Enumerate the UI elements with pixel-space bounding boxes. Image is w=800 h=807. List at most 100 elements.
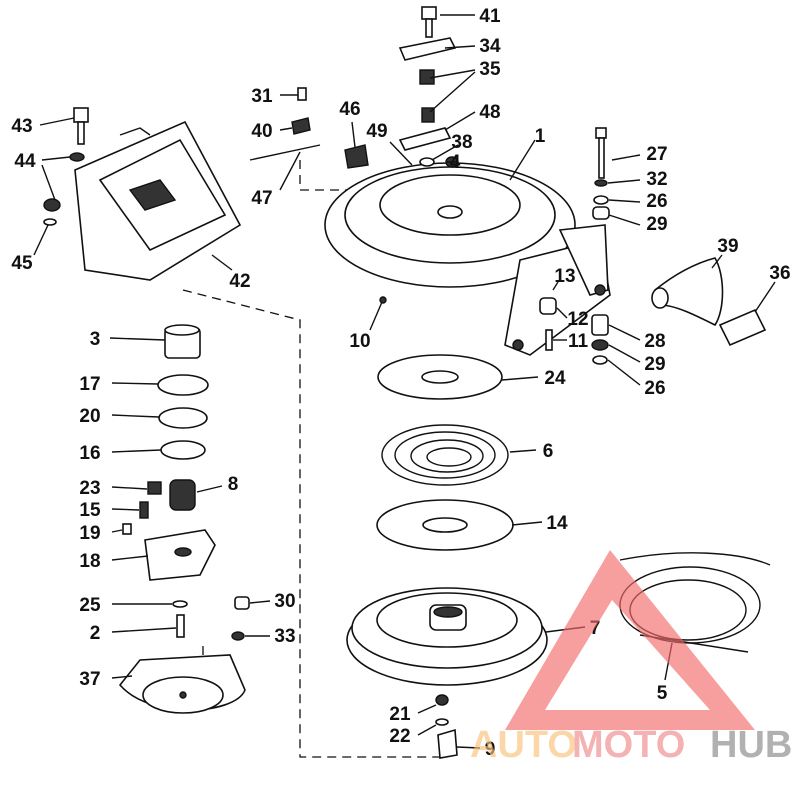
leader-line-16 — [111, 449, 162, 453]
leader-line-48 — [444, 111, 476, 131]
leader-line-28 — [608, 324, 641, 341]
assembly-guide-line — [299, 160, 381, 191]
leader-line-14 — [511, 521, 543, 526]
callout-label-21: 21 — [389, 704, 411, 725]
leader-line-36 — [754, 281, 776, 313]
callout-label-40: 40 — [251, 121, 272, 142]
callout-label-5: 5 — [657, 683, 668, 704]
leader-line-34 — [444, 45, 476, 49]
part-handle-39 — [651, 257, 724, 327]
callout-label-6: 6 — [543, 441, 554, 462]
callout-label-29: 29 — [646, 214, 667, 235]
leader-line-10 — [369, 301, 383, 331]
leader-line-38 — [431, 144, 459, 161]
leader-line-23 — [111, 486, 148, 490]
leader-line-29 — [608, 214, 641, 226]
watermark-triangle — [505, 550, 755, 730]
leader-line-35 — [429, 69, 476, 79]
leader-line-22 — [417, 724, 437, 736]
callout-label-14: 14 — [546, 513, 568, 534]
callout-label-10: 10 — [349, 331, 370, 352]
leader-line-49 — [389, 141, 413, 166]
callout-label-33: 33 — [274, 626, 295, 647]
leader-line-24 — [501, 376, 539, 381]
callout-label-18: 18 — [79, 551, 100, 572]
leader-line-44 — [41, 156, 71, 161]
callout-label-9: 9 — [485, 739, 496, 760]
part-washer-25 — [172, 600, 188, 608]
callout-label-25: 25 — [79, 595, 101, 616]
callout-label-46: 46 — [339, 99, 360, 120]
leader-line-17 — [111, 382, 159, 385]
leader-line-1 — [509, 139, 536, 181]
callout-label-17: 17 — [79, 374, 100, 395]
callout-label-37: 37 — [79, 669, 100, 690]
callout-label-49: 49 — [366, 121, 387, 142]
callout-label-31: 31 — [251, 86, 273, 107]
leader-line-37 — [111, 675, 133, 679]
leader-line-39 — [711, 254, 723, 269]
callout-label-26: 26 — [646, 191, 667, 212]
leader-line-42 — [211, 254, 233, 271]
callout-label-19: 19 — [79, 523, 100, 544]
callout-label-27: 27 — [646, 144, 667, 165]
leader-line-19 — [111, 529, 123, 533]
callout-label-4: 4 — [450, 152, 461, 173]
part-plate-14 — [376, 499, 514, 551]
callout-label-24: 24 — [544, 368, 566, 389]
leader-line-21 — [417, 704, 437, 714]
leader-line-29 — [608, 344, 641, 363]
part-nut-33 — [231, 631, 245, 641]
leader-line-47 — [279, 151, 301, 191]
part-housing-1 — [324, 162, 611, 356]
callout-label-44: 44 — [14, 151, 36, 172]
leader-line-27 — [611, 154, 641, 161]
leader-line-20 — [111, 414, 160, 418]
watermark-text-auto: AUTO — [470, 724, 577, 766]
part-spring-6 — [381, 424, 509, 486]
callout-label-45: 45 — [11, 253, 33, 274]
callout-label-3: 3 — [90, 329, 101, 350]
leader-line-46 — [351, 121, 356, 148]
leader-line-8 — [196, 485, 223, 493]
part-pulley-7 — [346, 587, 548, 686]
callout-label-13: 13 — [554, 266, 575, 287]
part-funnel-42 — [74, 120, 242, 281]
part-bolt-43 — [43, 107, 89, 226]
callout-label-39: 39 — [717, 236, 738, 257]
part-screw-2 — [176, 614, 185, 638]
callout-label-1: 1 — [535, 126, 546, 147]
part-wave-washer-20 — [158, 407, 208, 429]
watermark-text-moto: MOTO — [572, 724, 685, 766]
leader-line-26 — [607, 359, 641, 386]
callout-label-23: 23 — [79, 478, 100, 499]
assembly-guide-line — [182, 289, 440, 758]
leader-line-15 — [111, 508, 140, 511]
callout-label-38: 38 — [451, 132, 472, 153]
leader-lines — [33, 14, 776, 749]
callout-label-47: 47 — [251, 188, 272, 209]
leader-line-18 — [111, 555, 149, 561]
callout-label-42: 42 — [229, 271, 250, 292]
callout-label-34: 34 — [479, 36, 501, 57]
callout-label-35: 35 — [479, 59, 501, 80]
part-ring-16 — [160, 440, 206, 460]
leader-line-43 — [39, 117, 75, 126]
leader-line-40 — [279, 127, 293, 131]
callout-label-16: 16 — [79, 443, 100, 464]
leader-line-44 — [41, 164, 56, 201]
callout-label-20: 20 — [79, 406, 100, 427]
part-pawl-springs — [122, 479, 196, 535]
callout-label-26: 26 — [644, 378, 665, 399]
leader-line-3 — [109, 337, 166, 341]
leader-line-30 — [249, 600, 271, 604]
callout-label-22: 22 — [389, 726, 410, 747]
callout-label-12: 12 — [567, 309, 588, 330]
part-pawl-plate-18 — [144, 529, 216, 581]
callout-label-30: 30 — [274, 591, 295, 612]
callout-label-43: 43 — [11, 116, 32, 137]
callout-label-48: 48 — [479, 102, 500, 123]
